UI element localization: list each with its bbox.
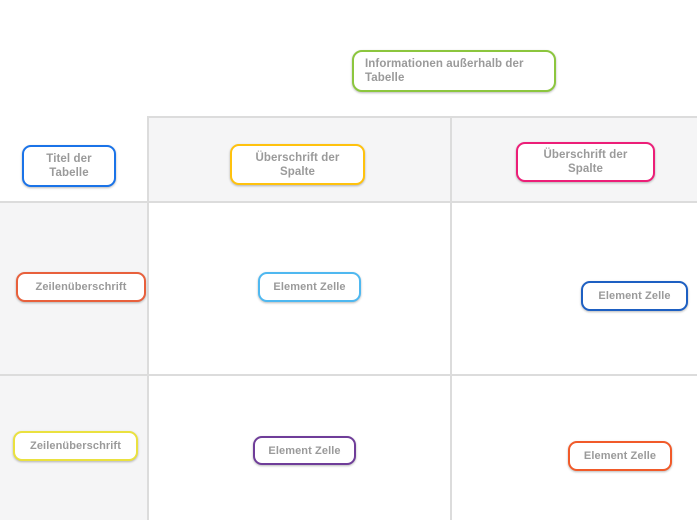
table-row-header-column-background [0,202,148,520]
callout-row-header-1: Zeilenüberschrift [16,272,146,302]
table-top-border-line [147,116,697,118]
callout-column-header-2: Überschrift der Spalte [516,142,655,182]
callout-cell-element-2: Element Zelle [581,281,688,311]
callout-cell-element-1-label: Element Zelle [273,281,346,293]
grid-vertical-line-1 [147,116,149,520]
callout-cell-element-3-label: Element Zelle [268,444,341,457]
callout-cell-element-4: Element Zelle [568,441,672,471]
grid-horizontal-line-2 [0,374,697,376]
callout-column-header-1-label: Überschrift der Spalte [255,151,340,178]
grid-vertical-line-2 [450,116,452,520]
callout-row-header-1-label: Zeilenüberschrift [35,281,127,293]
callout-column-header-1: Überschrift der Spalte [230,144,365,185]
callout-cell-element-2-label: Element Zelle [598,290,671,302]
callout-info-outside-table: Informationen außerhalb der Tabelle [352,50,556,92]
callout-cell-element-4-label: Element Zelle [583,450,657,462]
callout-column-header-2-label: Überschrift der Spalte [543,149,628,175]
callout-cell-element-1: Element Zelle [258,272,361,302]
callout-row-header-2: Zeilenüberschrift [13,431,138,461]
callout-cell-element-3: Element Zelle [253,436,356,465]
callout-table-title: Titel der Tabelle [22,145,116,187]
callout-table-title-label: Titel der Tabelle [46,153,92,179]
callout-info-outside-table-label: Informationen außerhalb der Tabelle [365,58,524,84]
callout-row-header-2-label: Zeilenüberschrift [30,440,121,452]
grid-horizontal-line-1 [0,201,697,203]
